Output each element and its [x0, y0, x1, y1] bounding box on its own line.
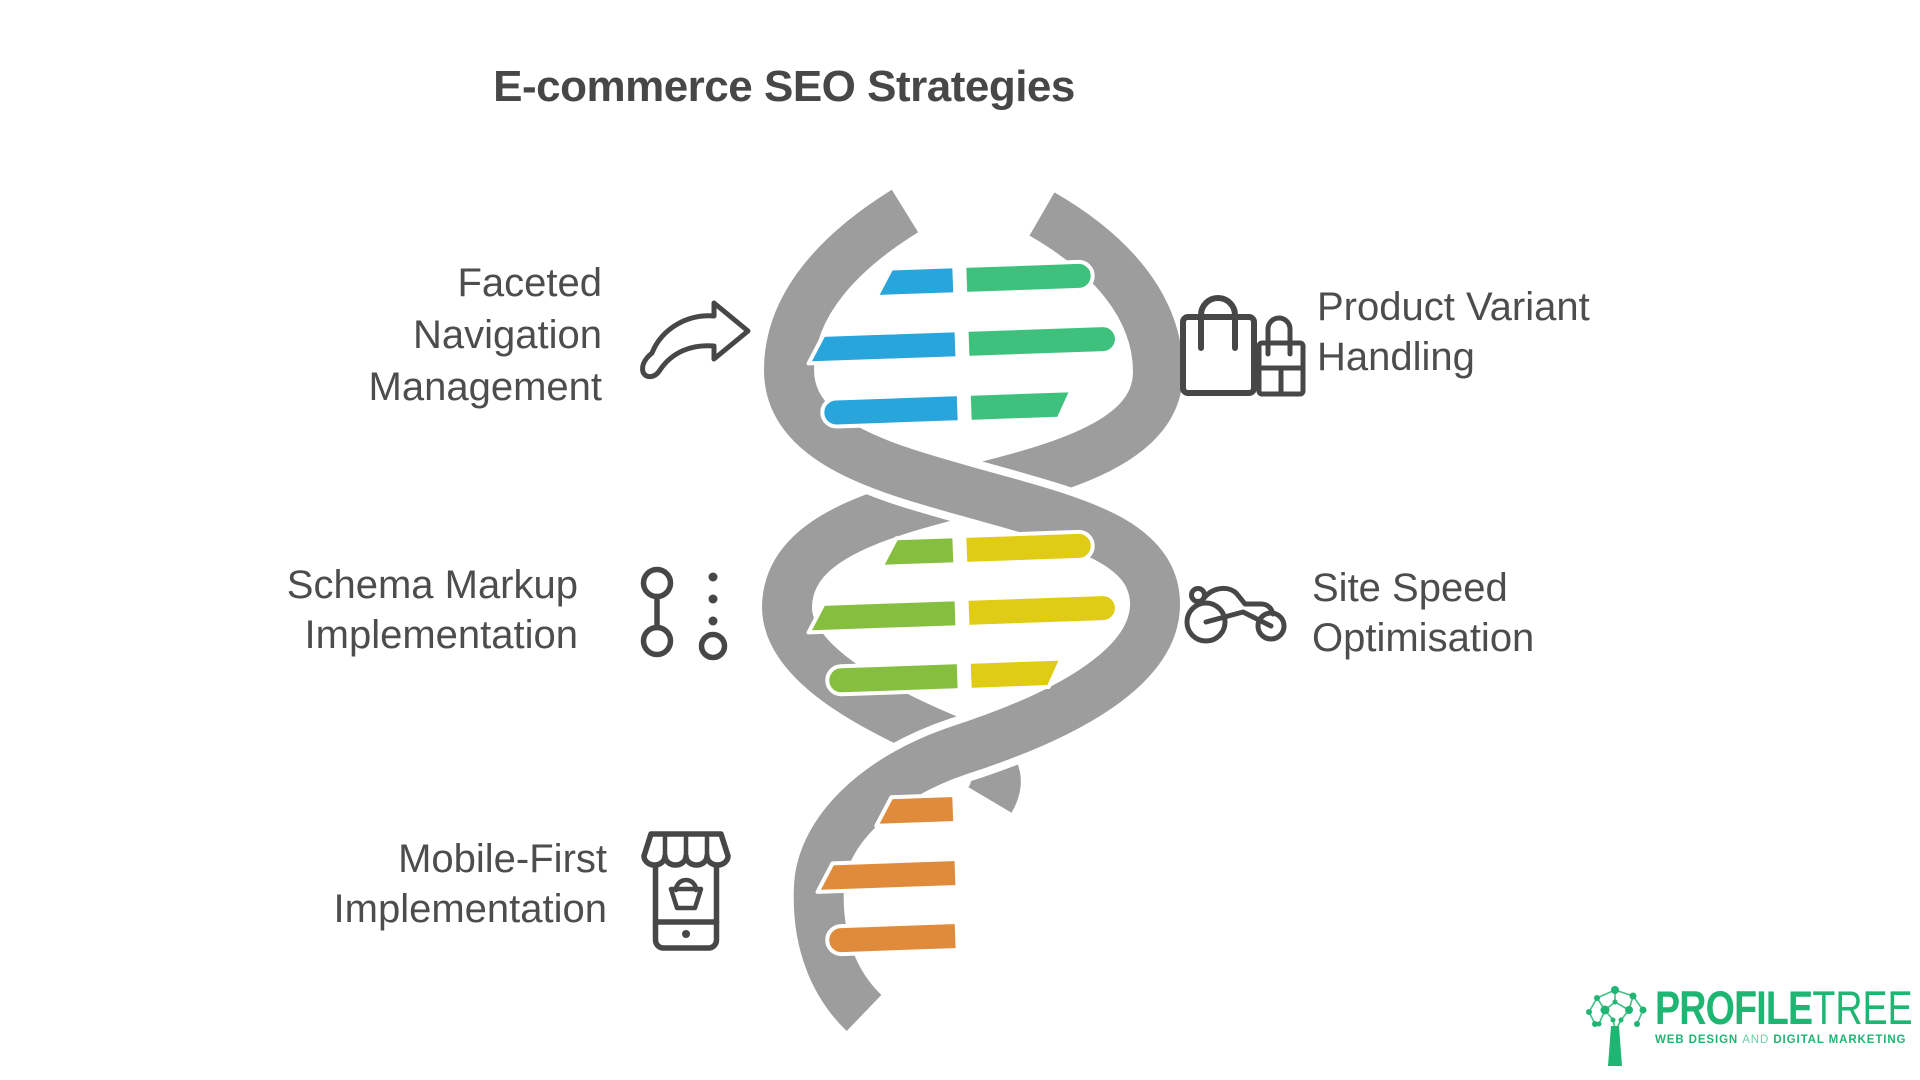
mobile-store-icon — [641, 831, 731, 951]
dna-rung — [820, 392, 962, 429]
bicycle-icon — [1184, 586, 1287, 644]
label-line: Faceted — [457, 261, 602, 305]
dna-rung — [966, 656, 1064, 692]
dna-rung — [874, 264, 958, 299]
tagline-part2: DIGITAL MARKETING — [1773, 1034, 1907, 1046]
dna-rung — [806, 597, 960, 635]
dna-rung — [964, 323, 1119, 360]
profiletree-tree-icon — [1586, 986, 1647, 1066]
dna-rung — [825, 660, 962, 697]
brand-tagline: WEB DESIGN AND DIGITAL MARKETING — [1655, 1034, 1920, 1046]
label-line: Mobile-First — [398, 837, 607, 881]
dna-rung — [962, 529, 1095, 566]
schema-nodes-icon — [640, 566, 728, 661]
brand-name: PROFILETREE — [1655, 984, 1913, 1031]
dna-rung-group-top — [806, 259, 1119, 429]
label-line: Navigation — [412, 313, 602, 357]
dna-rung — [806, 328, 960, 366]
item-faceted-navigation-label: Faceted Navigation Management — [369, 257, 602, 413]
brand-name-light: TREE — [1812, 981, 1913, 1034]
dna-rung — [879, 534, 958, 569]
shopping-bags-icon — [1180, 295, 1306, 397]
page-title: E-commerce SEO Strategies — [493, 62, 1075, 111]
label-line: Implementation — [333, 887, 607, 931]
dna-rung — [964, 592, 1119, 629]
profiletree-logo-text: PROFILETREE WEB DESIGN AND DIGITAL MARKE… — [1655, 984, 1920, 1046]
item-schema-markup-label: Schema Markup Implementation — [287, 560, 578, 660]
label-line: Site Speed — [1312, 566, 1508, 610]
dna-rung — [962, 259, 1095, 296]
label-line: Implementation — [304, 613, 578, 657]
tagline-conjunction: AND — [1742, 1034, 1770, 1046]
label-line: Schema Markup — [286, 563, 578, 607]
dna-strand-left — [763, 189, 1180, 1031]
profiletree-logo: PROFILETREE WEB DESIGN AND DIGITAL MARKE… — [1585, 984, 1920, 1068]
label-line: Product Variant — [1317, 285, 1590, 329]
brand-name-bold: PROFILE — [1655, 981, 1813, 1034]
curved-arrow-icon — [640, 300, 751, 380]
label-line: Management — [368, 365, 602, 409]
dna-rung-group-bottom — [815, 793, 960, 957]
dna-rung-group-middle — [806, 529, 1119, 697]
dna-rung — [825, 920, 960, 957]
item-product-variant-label: Product Variant Handling — [1317, 282, 1590, 382]
dna-rung — [815, 857, 960, 894]
label-line: Handling — [1317, 335, 1475, 379]
item-mobile-first-label: Mobile-First Implementation — [334, 834, 607, 934]
dna-rung — [874, 793, 958, 828]
item-site-speed-label: Site Speed Optimisation — [1312, 563, 1534, 663]
tagline-part1: WEB DESIGN — [1655, 1034, 1739, 1046]
dna-rung — [966, 388, 1074, 424]
label-line: Optimisation — [1312, 616, 1535, 660]
